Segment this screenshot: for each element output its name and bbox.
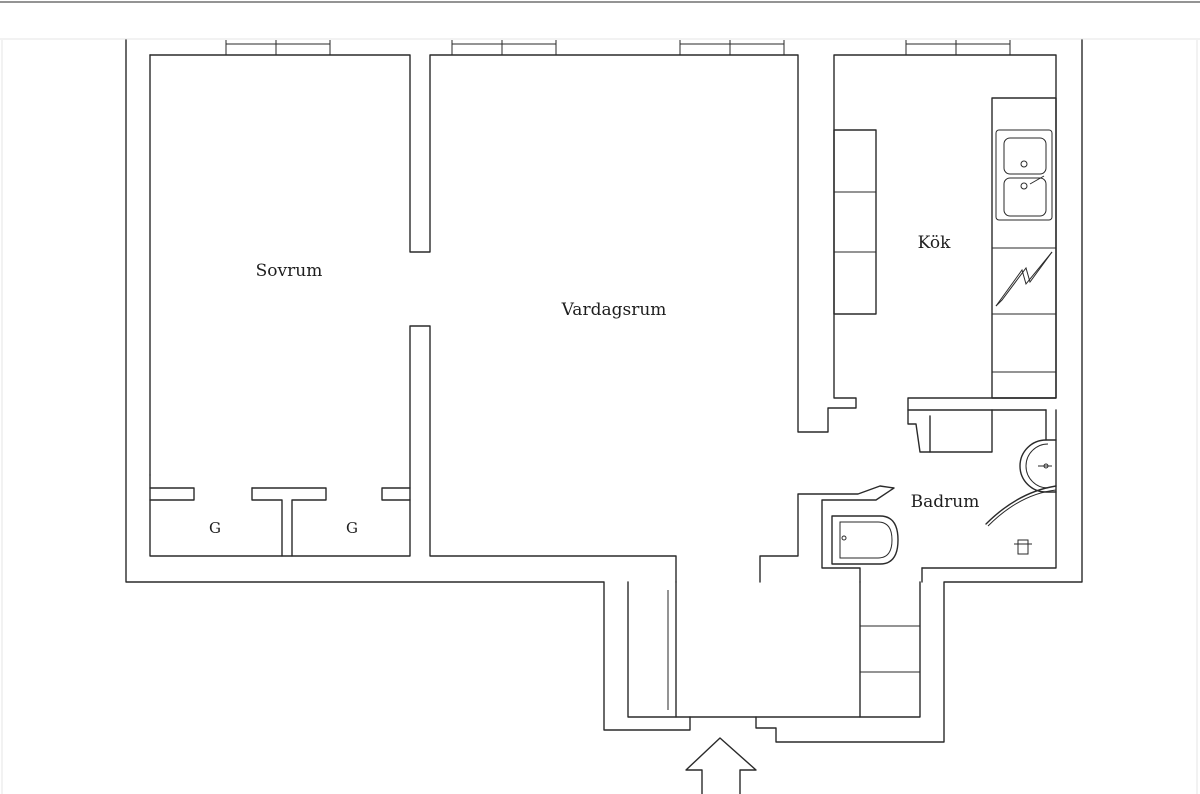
sink-icon [995,129,1053,221]
shower-curtain [985,485,1057,525]
room-label-bedroom: Sovrum [256,261,323,281]
room-label-living-room: Vardagsrum [561,300,667,320]
lightning-icon [995,251,1053,307]
room-label-kitchen: Kök [918,233,951,253]
drain-icon [1017,539,1029,555]
windows [225,40,1011,55]
entrance-arrow-icon [685,737,757,794]
toilet-icon [831,515,899,565]
outer-walls [125,39,1083,743]
room-label-wardrobe-1: G [209,519,221,537]
room-label-bathroom: Badrum [911,492,980,512]
kitchen-fixtures [833,97,1057,399]
room-label-wardrobe-2: G [346,519,358,537]
bathroom-fixtures [831,439,1057,565]
